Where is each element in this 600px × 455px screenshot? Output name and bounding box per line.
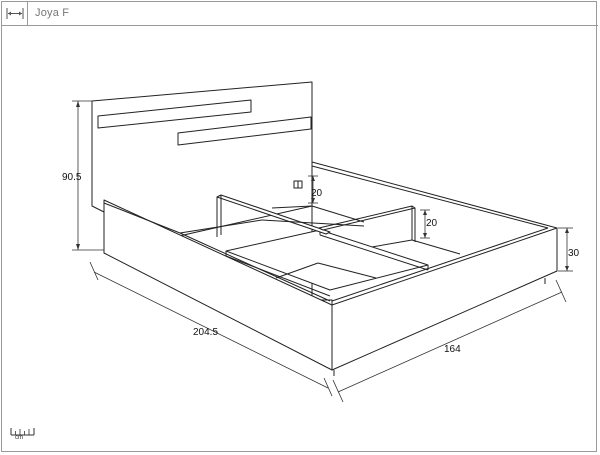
header-bar: Joya F [2, 2, 598, 26]
length-label: 204.5 [193, 327, 218, 338]
scale-unit-label: cm [15, 435, 23, 441]
front-rail [331, 227, 558, 371]
drawer-depth-label: 20 [311, 188, 323, 199]
width-label: 164 [444, 344, 461, 355]
height-label: 90.5 [62, 172, 82, 183]
headboard-strip-top [97, 99, 252, 129]
headboard-strip-bottom [177, 116, 312, 146]
ruler-icon [10, 425, 36, 445]
drawer-height-label: 20 [426, 218, 438, 229]
width-arrows-icon [2, 2, 28, 25]
frame-height-label: 30 [568, 248, 580, 259]
page-title: Joya F [35, 7, 70, 19]
